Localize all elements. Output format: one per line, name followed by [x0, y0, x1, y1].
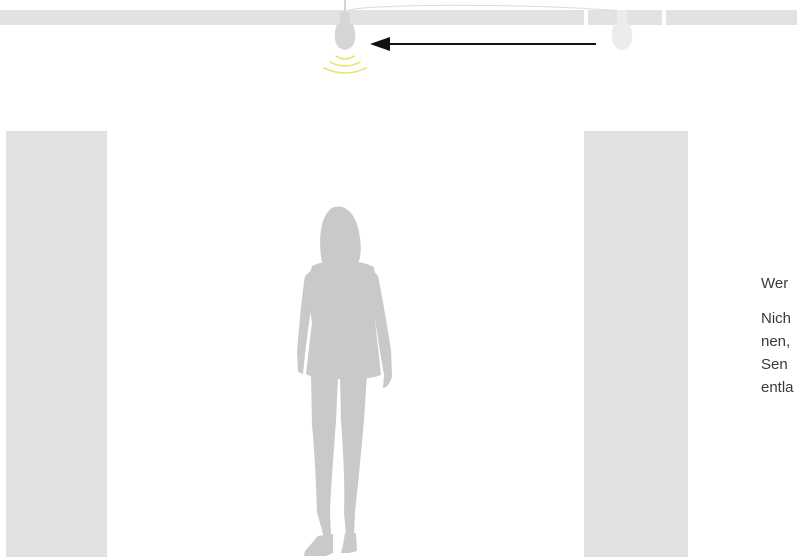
- caption-line: entla: [761, 379, 794, 396]
- arrow-left-icon: [370, 37, 596, 51]
- caption-paragraph-1: Wer: [761, 272, 797, 295]
- motion-sensor-inactive-icon: [612, 10, 633, 50]
- sensor-cable: [346, 5, 622, 11]
- caption-paragraph-2: Nich nen, Sen entla: [761, 307, 797, 399]
- motion-sensor-icon: [335, 0, 356, 50]
- caption-text: Wer Nich nen, Sen entla: [761, 272, 797, 399]
- detection-waves-icon: [324, 56, 366, 73]
- caption-line: nen,: [761, 333, 790, 350]
- caption-line: Nich: [761, 310, 791, 327]
- woman-silhouette: [297, 207, 392, 556]
- caption-line: Sen: [761, 356, 788, 373]
